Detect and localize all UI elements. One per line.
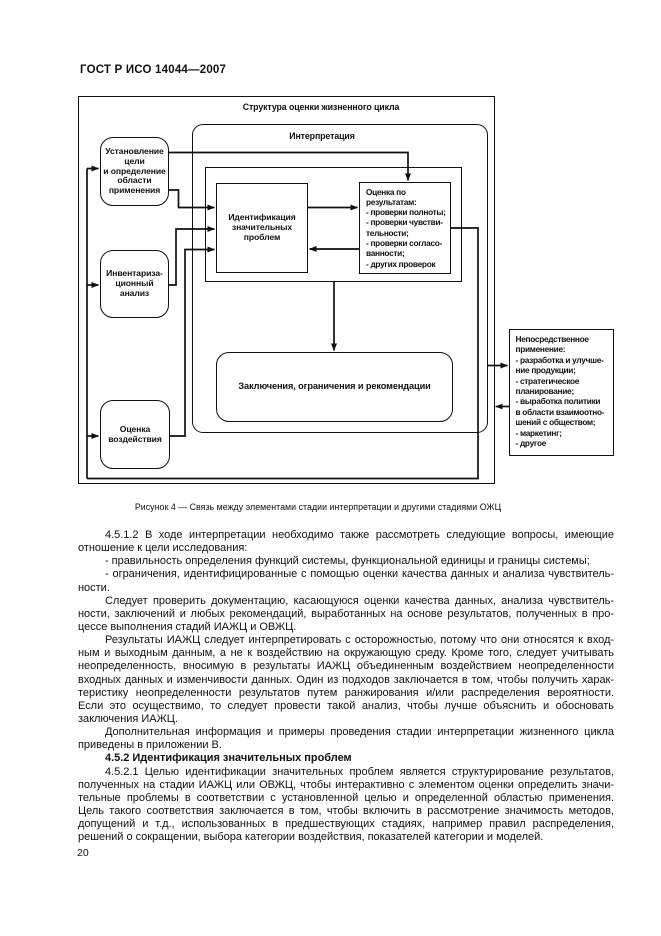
body-line: решений о сокращении, выбора категории в… [78, 831, 544, 844]
body-line: тельные проблемы в соответствии с устано… [78, 791, 614, 804]
body-line: ности, заключений и любых рекомендаций, … [78, 607, 614, 620]
body-line: Результаты ИАЖЦ следует интерпретировать… [105, 634, 614, 647]
body-line: входных данных и изменчивости данных. Од… [78, 673, 614, 686]
body-line: допущений и т.д., использованных в предш… [78, 818, 614, 831]
body-line: 4.5.2.1 Целью идентификации значительных… [105, 765, 614, 778]
goal-and-scope-box: Установление цели и определение области … [100, 137, 169, 206]
goal-to-identification-line [169, 189, 215, 211]
document-header: ГОСТ Р ИСО 14044—2007 [80, 64, 227, 76]
identification-box: Идентификация значительных проблем [216, 183, 308, 273]
interpretation-label: Интерпретация [289, 131, 355, 141]
body-line: цессе выполнения стадий ИАЖЦ и ОВЖЦ. [78, 620, 297, 633]
body-line: полученных на стадии ИАЖЦ или ОВЖЦ, чтоб… [78, 778, 614, 791]
conclusions-box: Заключения, ограничения и рекомендации [216, 352, 453, 422]
figure-caption: Рисунок 4 — Связь между элементами стади… [134, 502, 502, 512]
body-line: неопределенность, вносимую в результаты … [78, 660, 614, 673]
body-text: 4.5.1.2 В ходе интерпретации необходимо … [78, 529, 614, 844]
body-line: Если это осуществимо, то следует провест… [78, 699, 614, 712]
body-line: приведены в приложении В. [78, 739, 222, 752]
body-line: ным и выходным данным, а не к воздействи… [78, 647, 614, 660]
body-line: отношение к цели исследования: [78, 542, 248, 555]
interpretation-frame [192, 124, 488, 433]
lca-structure-frame [78, 96, 495, 484]
goal-to-evaluation-line [169, 151, 411, 181]
body-line: теристику неопределенности результатов п… [78, 686, 614, 699]
body-line: 4.5.1.2 В ходе интерпретации необходимо … [105, 529, 614, 541]
inventory-to-identification-line [169, 226, 215, 286]
evaluation-box: Оценка по результатам: - проверки полнот… [359, 182, 451, 274]
body-line: ности. [78, 581, 110, 594]
impact-to-identification-line [170, 246, 215, 437]
body-line: - правильность определения функций систе… [105, 555, 590, 568]
diagram-title: Структура оценки жизненного цикла [242, 102, 400, 112]
body-line: Следует проверить документацию, касающую… [105, 594, 614, 607]
bottom-return-line [87, 227, 479, 480]
impact-assessment-box: Оценка воздействия [100, 400, 170, 469]
body-line: Цель такого соответствия заключается в т… [78, 804, 614, 817]
body-line: - ограничения, идентифицированные с помо… [105, 568, 614, 581]
page-number: 20 [77, 847, 89, 859]
inventory-analysis-box: Инвентариза- ционный анализ [100, 250, 169, 318]
body-line: 4.5.2 Идентификация значительных проблем [105, 752, 352, 765]
body-line: заключения ИАЖЦ. [78, 712, 178, 725]
interpretation-inner-frame [205, 167, 462, 282]
body-line: Дополнительная информация и примеры пров… [105, 726, 614, 739]
direct-application-box: Непосредственное применение: - разработк… [509, 329, 614, 456]
